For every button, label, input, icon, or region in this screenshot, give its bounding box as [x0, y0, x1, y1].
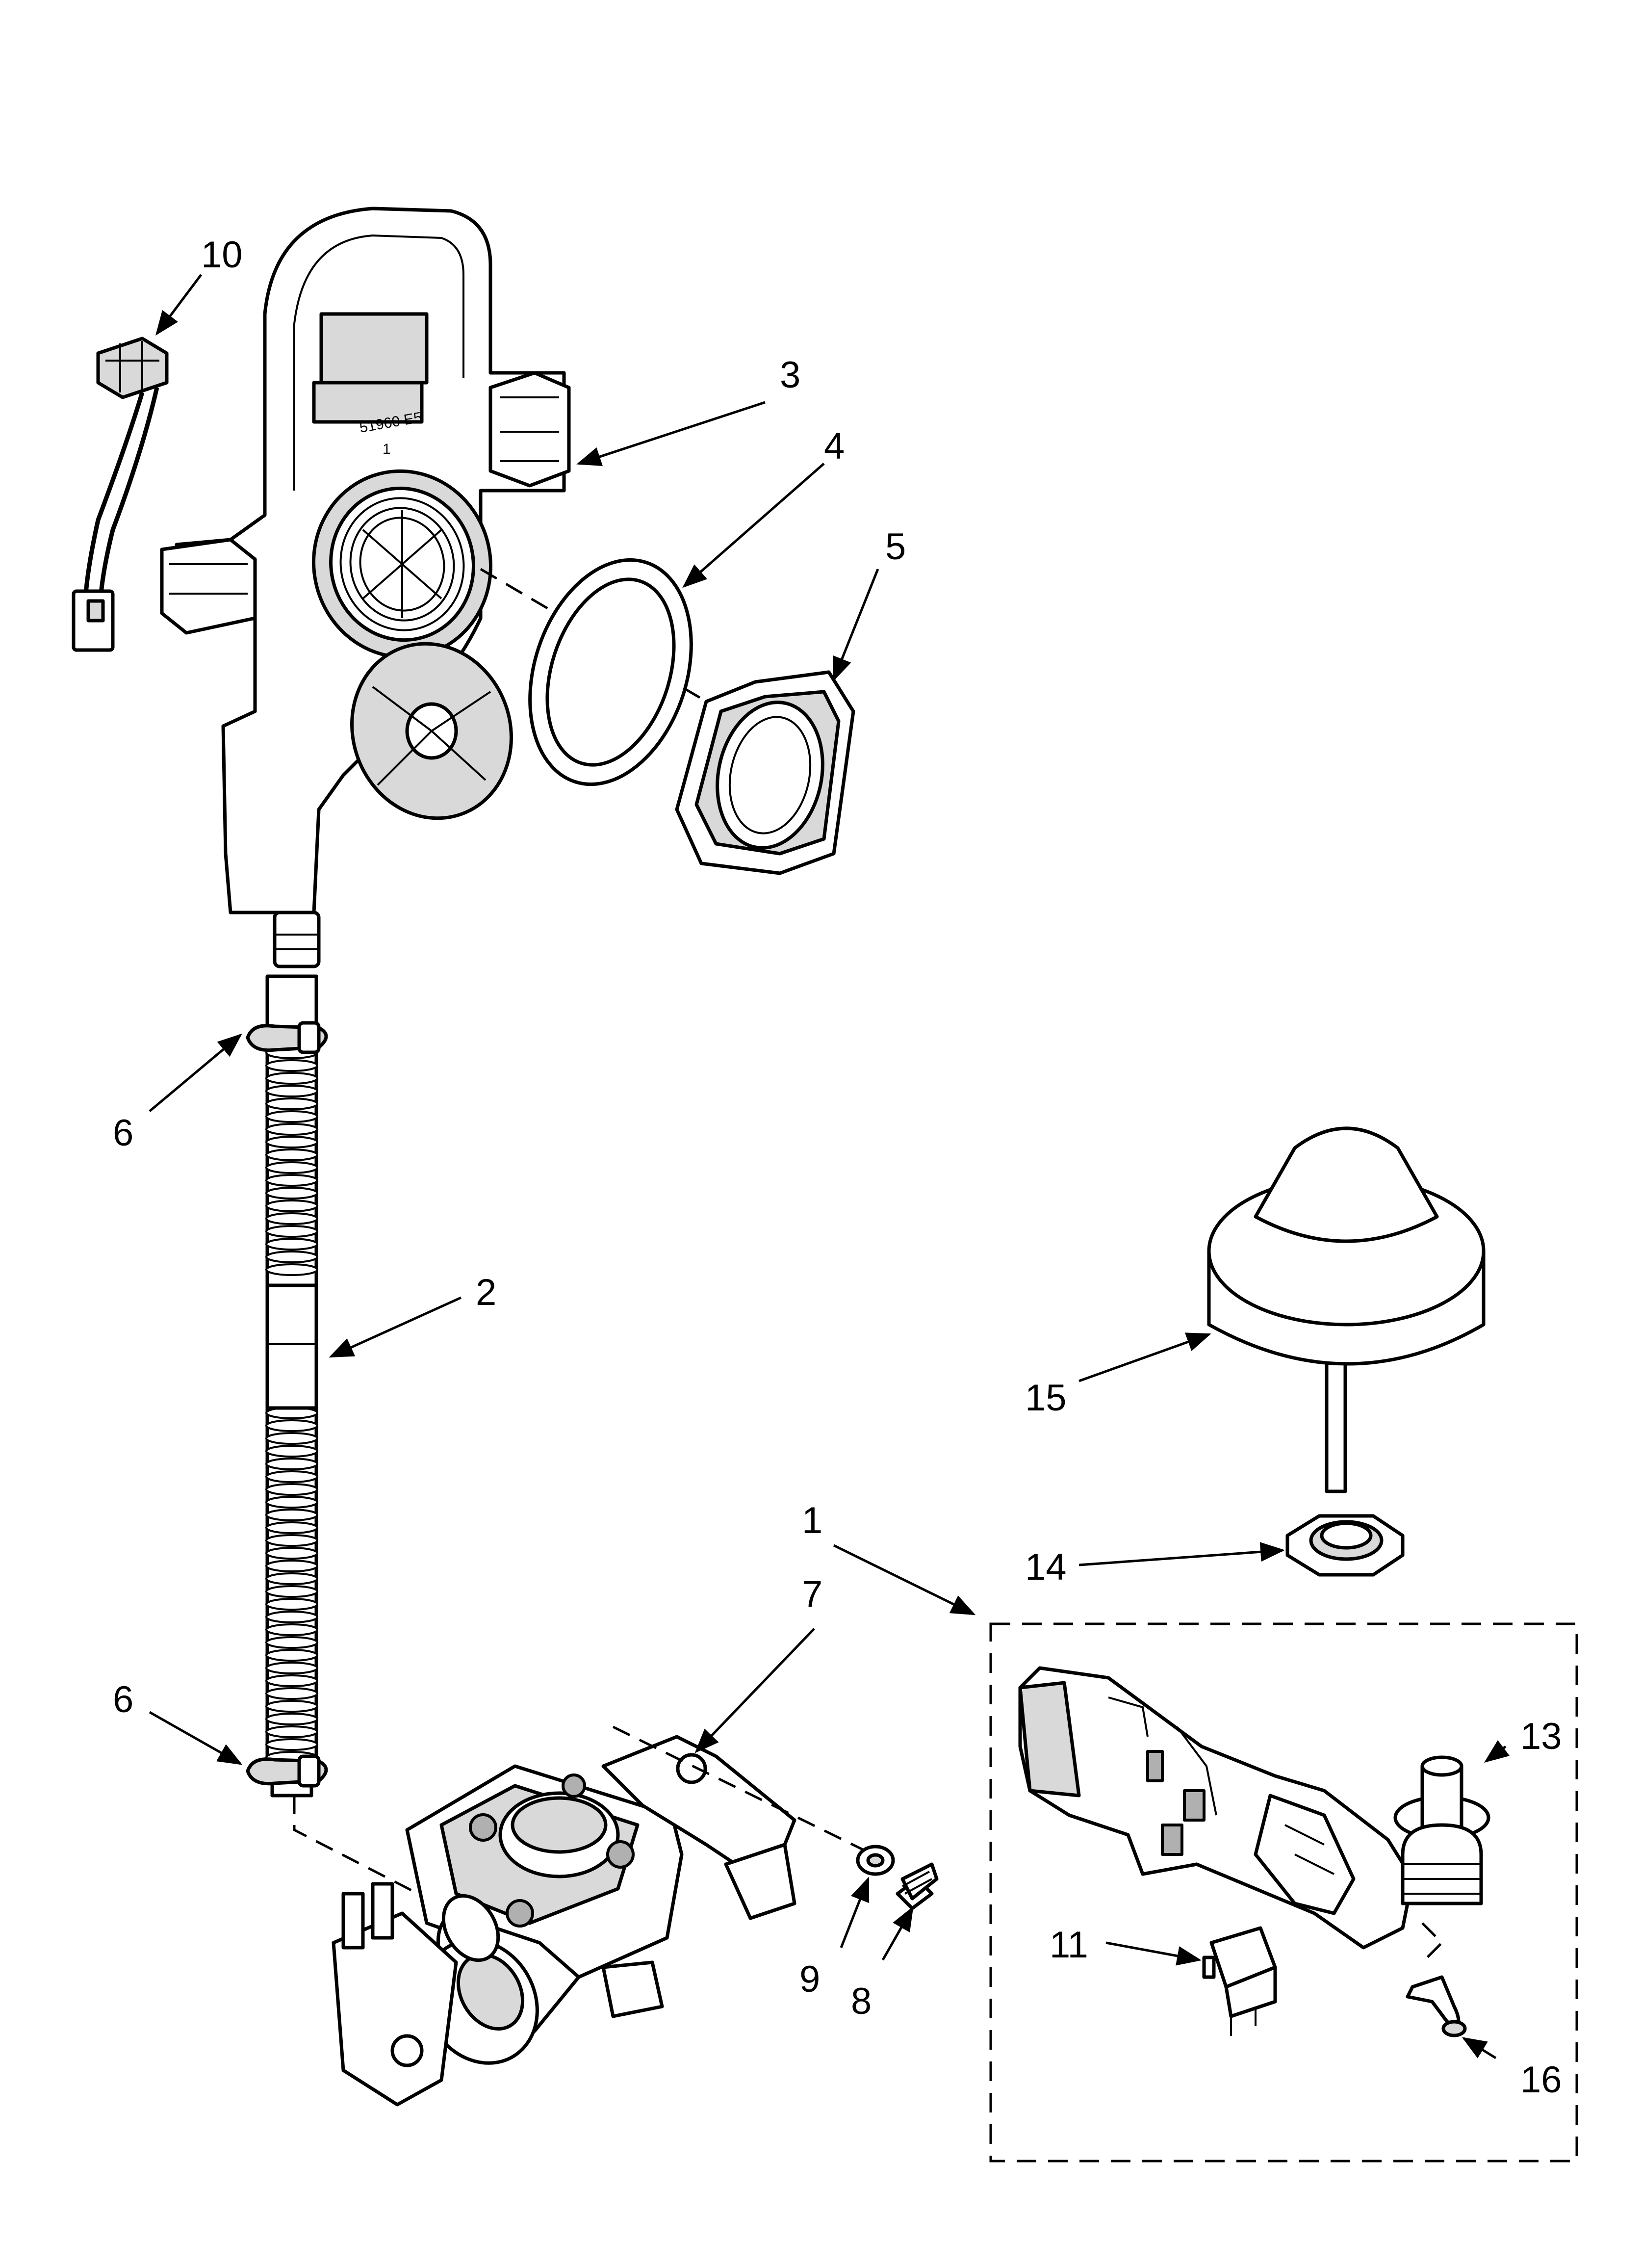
float-switch-stem	[1393, 1755, 1490, 1905]
hose-rib	[265, 1263, 318, 1276]
hose-rib	[265, 1560, 318, 1572]
hose-rib	[265, 1623, 318, 1636]
hose-rib	[265, 1097, 318, 1110]
callout-7: 7	[802, 1573, 822, 1615]
dispenser-housing: 51960 E5 1	[160, 207, 571, 968]
hose-rib	[265, 1110, 318, 1123]
hose-rib	[265, 1662, 318, 1674]
hose-rib	[265, 1496, 318, 1509]
callout-4: 4	[824, 425, 845, 467]
callout-1: 1	[802, 1500, 822, 1541]
hose-rib	[265, 1572, 318, 1585]
seal-ring	[528, 558, 693, 786]
fill-hose	[265, 974, 318, 1798]
hose-rib	[265, 1148, 318, 1161]
callout-6-lower: 6	[113, 1679, 133, 1721]
hose-rib	[265, 1483, 318, 1496]
callout-13: 13	[1520, 1716, 1562, 1757]
hose-rib	[265, 1649, 318, 1662]
hose-rib	[265, 1059, 318, 1072]
callout-3: 3	[780, 354, 800, 396]
spring-clip	[1406, 1975, 1467, 2037]
retaining-nut	[675, 670, 855, 875]
hose-rib	[265, 1199, 318, 1212]
callout-5: 5	[885, 526, 906, 568]
float-switch-assembly-box	[989, 1622, 1578, 2163]
hose-rib	[265, 1136, 318, 1148]
hose-rib	[265, 1187, 318, 1199]
callout-9: 9	[799, 1958, 820, 2000]
washer	[856, 1845, 895, 1876]
hose-rib	[265, 1547, 318, 1560]
hose-rib	[265, 1212, 318, 1225]
hose-rib	[265, 1072, 318, 1085]
hose-clamp-upper	[246, 1021, 328, 1054]
hose-rib	[265, 1598, 318, 1611]
callout-10: 10	[201, 234, 243, 276]
callouts: 10 3 4 5 6 2 15 1 14 7 6 13 9 11 8 16	[113, 234, 1562, 2101]
hose-rib	[265, 1674, 318, 1687]
hose-rib	[265, 1687, 318, 1700]
hose-rib	[265, 1445, 318, 1458]
hose-rib	[265, 1419, 318, 1432]
callout-11: 11	[1050, 1924, 1088, 1966]
hose-rib	[265, 1470, 318, 1483]
leader-lines	[149, 274, 1510, 2059]
housing-stamp-suffix: 1	[383, 441, 391, 457]
callout-14: 14	[1025, 1546, 1067, 1588]
hose-rib	[265, 1585, 318, 1598]
hose-clamp-lower	[246, 1754, 328, 1788]
float-nut	[1285, 1514, 1405, 1577]
hose-rib	[265, 1161, 318, 1174]
callout-16: 16	[1520, 2059, 1562, 2101]
hose-rib	[265, 1521, 318, 1534]
hose-rib	[265, 1738, 318, 1751]
hose-rib	[265, 1085, 318, 1097]
float-switch-bracket	[1018, 1666, 1414, 1950]
water-inlet-valve	[332, 1735, 796, 2107]
hose-rib	[265, 1713, 318, 1725]
hose-rib	[265, 1636, 318, 1649]
callout-2: 2	[476, 1272, 496, 1313]
hose-rib	[265, 1238, 318, 1251]
hose-rib	[265, 1458, 318, 1470]
microswitch	[1202, 1926, 1277, 2036]
hose-rib	[265, 1432, 318, 1445]
assembly-axis-hose-valve	[293, 1796, 457, 1915]
hose-rib	[265, 1123, 318, 1136]
assembly-axis-fastener	[612, 1725, 884, 1861]
hose-rib	[265, 1509, 318, 1521]
float	[1207, 1126, 1486, 1493]
hose-rib	[265, 1725, 318, 1738]
screw	[896, 1862, 939, 1910]
callout-6-upper: 6	[113, 1112, 133, 1154]
callout-15: 15	[1025, 1377, 1067, 1419]
hose-rib	[265, 1700, 318, 1713]
assembly-axis-clip	[1421, 1922, 1444, 1963]
hose-rib	[265, 1225, 318, 1238]
hose-rib	[265, 1611, 318, 1623]
hose-rib	[265, 1534, 318, 1547]
wire-harness	[72, 337, 169, 652]
hose-rib	[265, 1251, 318, 1263]
hose-rib	[265, 1174, 318, 1187]
callout-8: 8	[851, 1981, 872, 2022]
